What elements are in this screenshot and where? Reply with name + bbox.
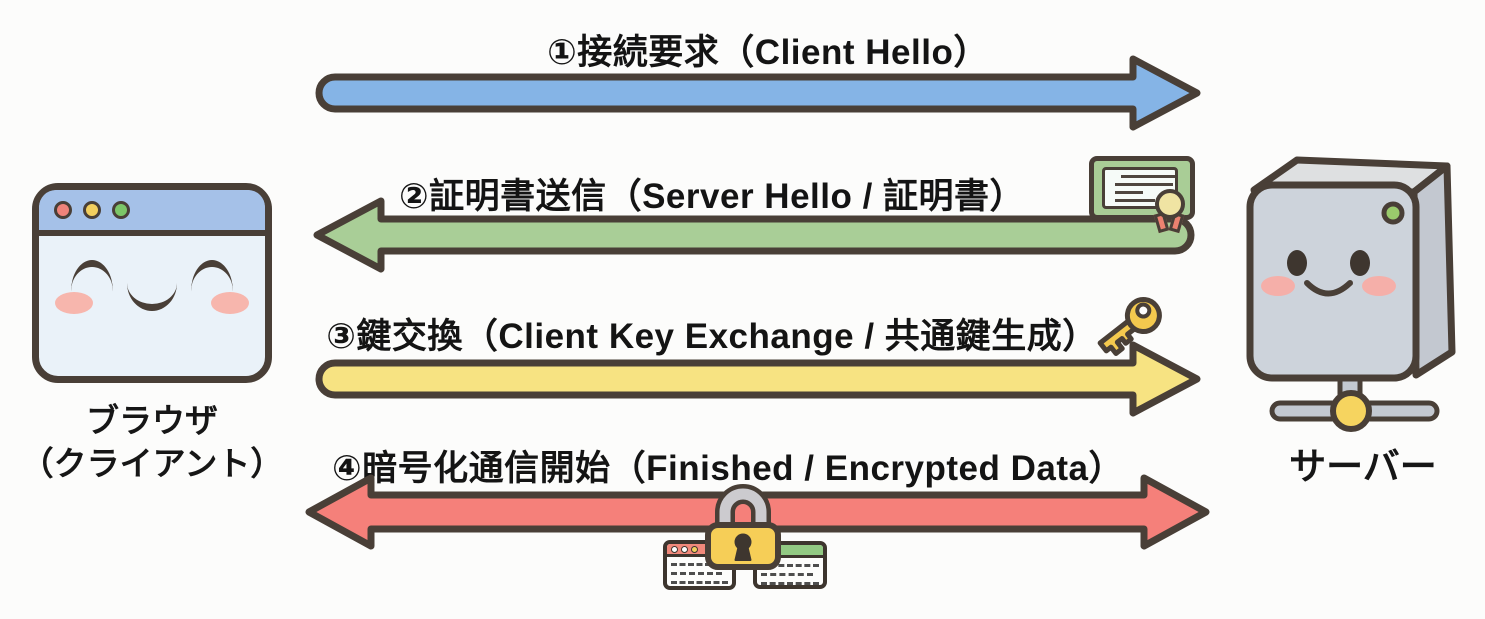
arrow-left-icon bbox=[313, 197, 1195, 273]
client-label-line2: （クライアント） bbox=[20, 445, 284, 482]
cheek-icon bbox=[211, 292, 249, 314]
cheek-icon bbox=[1261, 276, 1295, 296]
browser-window-face-icon bbox=[32, 183, 272, 383]
network-node-icon bbox=[1330, 390, 1372, 432]
eye-icon bbox=[71, 260, 113, 293]
step-3-label: ③鍵交換（Client Key Exchange / 共通鍵生成） bbox=[326, 317, 1098, 356]
led-icon bbox=[1381, 201, 1405, 225]
certificate-icon bbox=[1089, 156, 1195, 234]
window-dot-red-icon bbox=[54, 201, 72, 219]
server-box-face-icon bbox=[1246, 156, 1456, 432]
step-1-label: ①接続要求（Client Hello） bbox=[547, 33, 989, 72]
eye-icon bbox=[191, 260, 233, 293]
cheek-icon bbox=[1362, 276, 1396, 296]
seal-icon bbox=[1155, 189, 1185, 219]
server-label: サーバー bbox=[1289, 446, 1437, 487]
browser-face bbox=[39, 236, 265, 377]
eye-icon bbox=[1350, 250, 1370, 276]
browser-titlebar bbox=[39, 190, 265, 236]
smile-icon bbox=[1304, 280, 1353, 297]
step-4-label: ④暗号化通信開始（Finished / Encrypted Data） bbox=[332, 449, 1124, 488]
eye-icon bbox=[1287, 250, 1307, 276]
padlock-icon bbox=[705, 484, 781, 570]
step-2-label: ②証明書送信（Server Hello / 証明書） bbox=[398, 177, 1026, 216]
key-icon bbox=[1097, 297, 1162, 356]
arrow-right-icon bbox=[315, 55, 1201, 131]
client-label: ブラウザ （クライアント） bbox=[0, 399, 304, 485]
client-label-line1: ブラウザ bbox=[86, 402, 218, 439]
smile-icon bbox=[127, 276, 177, 311]
cheek-icon bbox=[55, 292, 93, 314]
window-dot-green-icon bbox=[112, 201, 130, 219]
arrow-right-icon bbox=[315, 341, 1201, 417]
window-dot-yellow-icon bbox=[83, 201, 101, 219]
